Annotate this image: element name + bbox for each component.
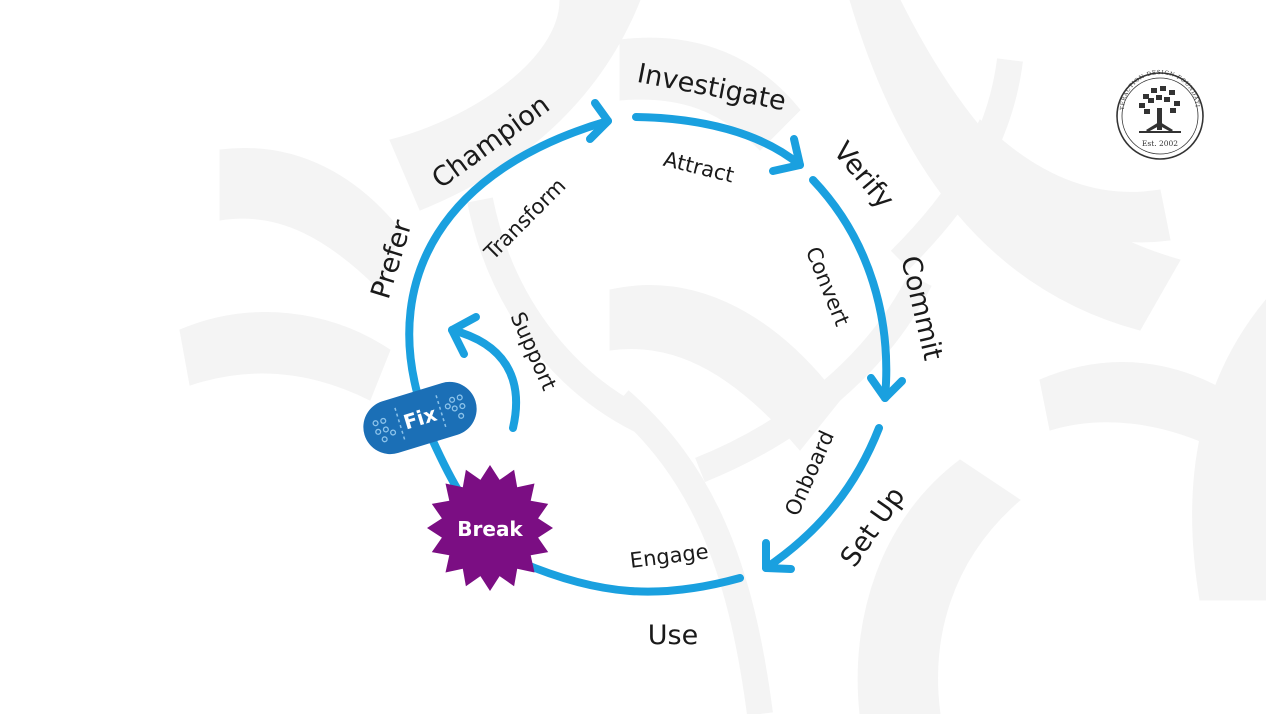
label-use: Use	[648, 620, 698, 651]
label-convert: Convert	[801, 243, 854, 329]
cycle-arcs	[405, 99, 906, 596]
label-engage: Engage	[628, 539, 709, 572]
arc-support	[448, 326, 520, 432]
arc-attract	[632, 113, 804, 169]
arrowhead-transform	[586, 99, 612, 143]
arrowhead-onboard	[762, 539, 795, 573]
arc-engage	[516, 558, 744, 596]
arc-convert	[809, 176, 891, 402]
bandage-dots-icon	[372, 394, 466, 443]
arc-onboard	[762, 424, 883, 572]
arrowhead-support	[448, 313, 480, 358]
tree-seal-icon	[1139, 86, 1181, 133]
fix-badge: Fix	[363, 381, 477, 455]
arrowhead-attract	[769, 135, 804, 175]
arrowhead-convert	[867, 374, 906, 402]
starburst-icon	[427, 465, 553, 591]
label-attract: Attract	[661, 147, 736, 188]
background-watermark	[179, 0, 1266, 714]
logo-est-text: Est. 2002	[1142, 139, 1178, 148]
arc-transform	[405, 117, 612, 400]
break-label: Break	[457, 517, 523, 541]
label-verify: Verify	[827, 136, 900, 215]
break-badge: Break	[427, 465, 553, 591]
